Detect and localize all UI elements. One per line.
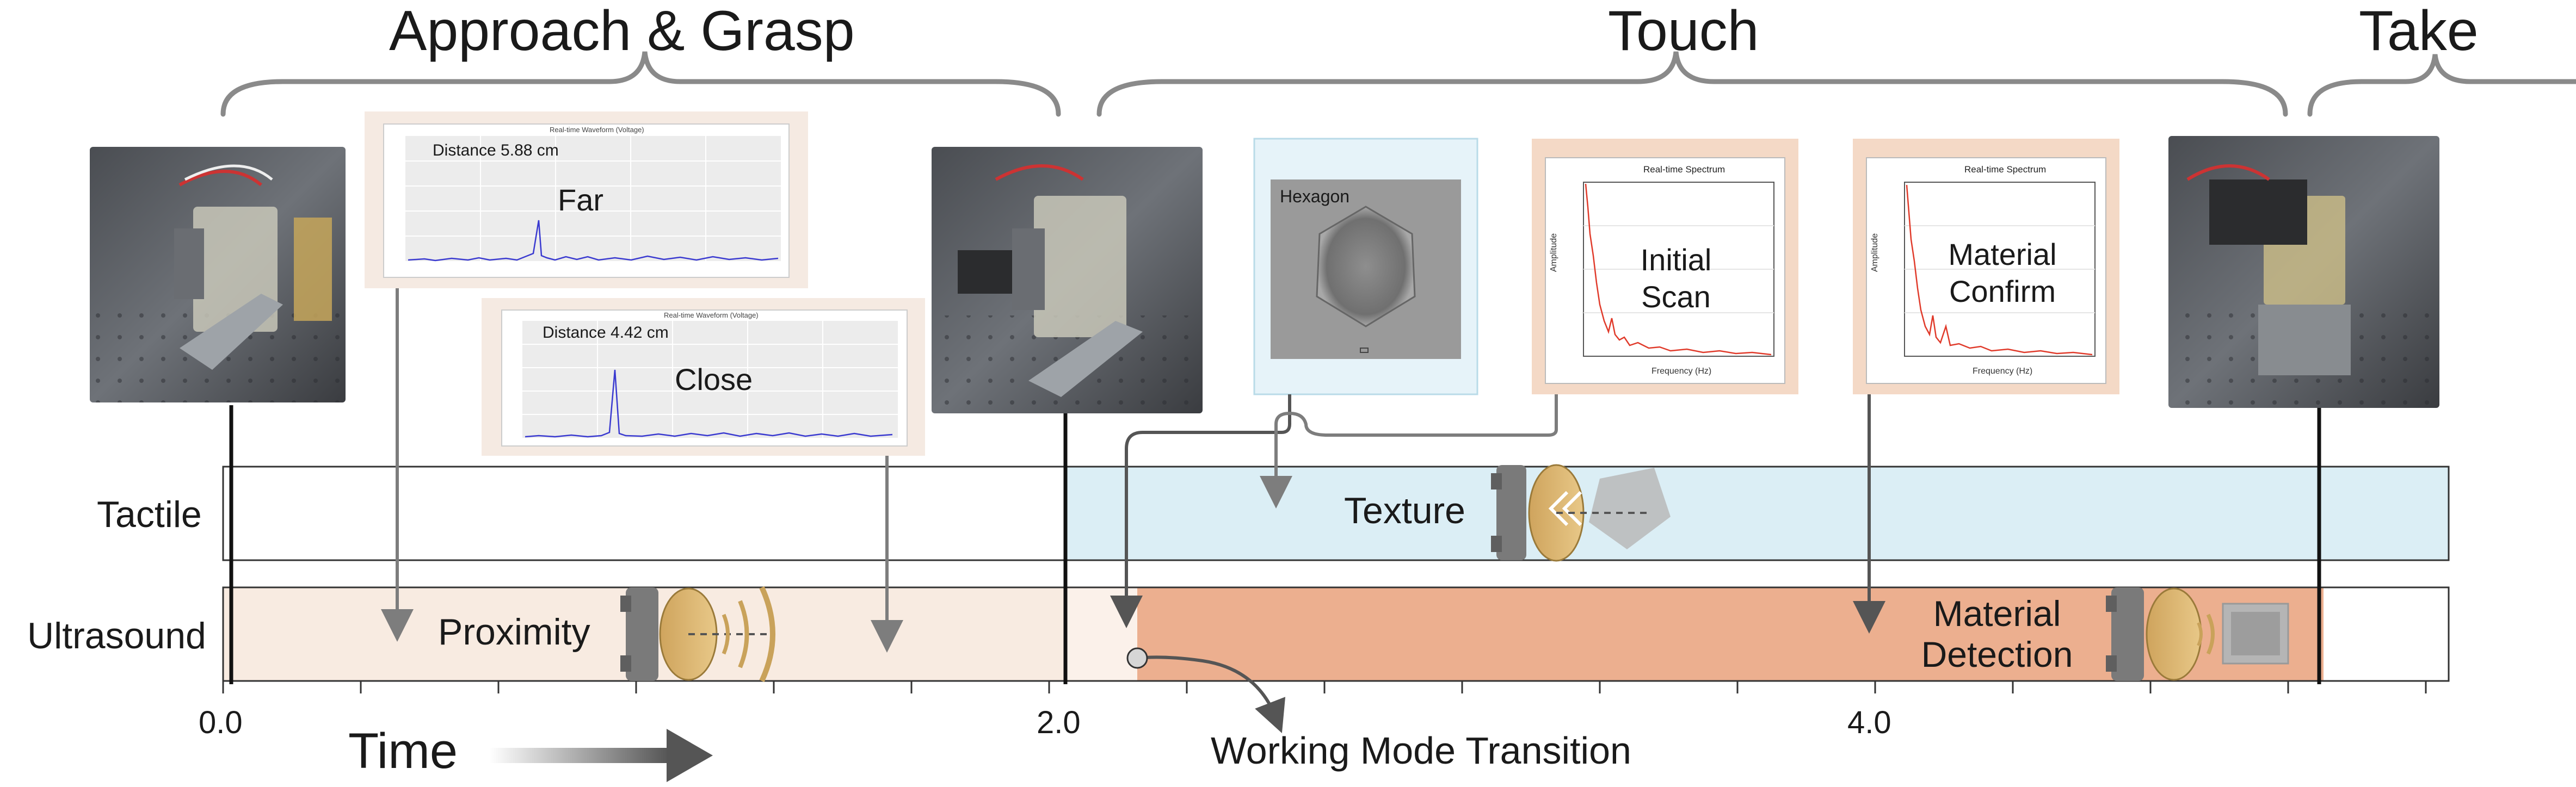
mode-label-material-line2: Detection <box>1921 634 2073 674</box>
material-sensor-icon <box>2106 587 2289 681</box>
inset-hexagon <box>1253 138 1478 395</box>
inset-material-confirm <box>1853 139 2119 394</box>
initial-scan-ylabel: Amplitude <box>1549 233 1558 272</box>
phase-label-touch: Touch <box>1608 0 1759 63</box>
material-confirm-header: Real-time Spectrum <box>1964 164 2047 175</box>
mode-label-proximity: Proximity <box>438 611 590 653</box>
far-inset-distance: Distance 5.88 cm <box>433 141 559 159</box>
inset-close <box>482 298 925 456</box>
inset-far <box>365 111 808 288</box>
time-label: Time <box>348 723 458 779</box>
initial-scan-header: Real-time Spectrum <box>1643 164 1725 175</box>
far-inset-label: Far <box>558 183 603 217</box>
photo-grasp <box>932 147 1203 413</box>
proximity-sensor-icon <box>620 586 775 683</box>
transition-label: Working Mode Transition <box>1211 729 1631 772</box>
initial-scan-xlabel: Frequency (Hz) <box>1651 367 1712 376</box>
inset-initial-scan <box>1532 139 1798 394</box>
close-inset-label: Close <box>675 362 753 396</box>
phase-brace-approach <box>220 51 1061 117</box>
phase-brace-take <box>2307 54 2576 117</box>
far-inset-header: Real-time Waveform (Voltage) <box>550 126 644 134</box>
axis-tick-0: 0.0 <box>199 705 243 740</box>
phase-separators <box>229 392 2321 684</box>
material-confirm-ylabel: Amplitude <box>1870 233 1879 272</box>
ultrasound-material-band <box>1137 587 2324 681</box>
material-confirm-xlabel: Frequency (Hz) <box>1973 367 2033 376</box>
texture-sensor-icon <box>1491 464 1671 562</box>
row-label-ultrasound: Ultrasound <box>27 615 206 656</box>
axis-minor-ticks <box>222 681 2427 693</box>
phase-label-approach: Approach & Grasp <box>389 0 855 63</box>
transition-marker <box>1126 647 1148 669</box>
tactile-texture-band <box>1064 466 2450 561</box>
arrows <box>381 288 1885 733</box>
material-confirm-line2: Confirm <box>1949 274 2056 308</box>
row-label-tactile: Tactile <box>97 494 202 535</box>
initial-scan-line2: Scan <box>1641 280 1711 314</box>
mode-label-texture: Texture <box>1344 490 1465 531</box>
photo-approach-start <box>90 147 346 402</box>
axis-tick-4: 4.0 <box>1847 705 1891 740</box>
material-confirm-spectrum-trace <box>1906 184 2093 356</box>
hexagon-inset-label: Hexagon <box>1280 187 1350 206</box>
photo-take <box>2168 136 2439 408</box>
close-waveform-trace <box>525 369 893 438</box>
mode-label-material-line1: Material <box>1933 593 2061 634</box>
time-arrow <box>490 729 713 782</box>
close-inset-distance: Distance 4.42 cm <box>543 324 669 342</box>
initial-scan-line1: Initial <box>1640 243 1712 277</box>
phase-brace-touch <box>1096 51 2288 117</box>
close-inset-header: Real-time Waveform (Voltage) <box>664 311 759 319</box>
far-waveform-trace <box>408 220 779 262</box>
axis-tick-2: 2.0 <box>1037 705 1081 740</box>
phase-label-take: Take <box>2359 0 2479 63</box>
initial-scan-spectrum-trace <box>1585 183 1772 356</box>
material-confirm-line1: Material <box>1948 237 2057 271</box>
